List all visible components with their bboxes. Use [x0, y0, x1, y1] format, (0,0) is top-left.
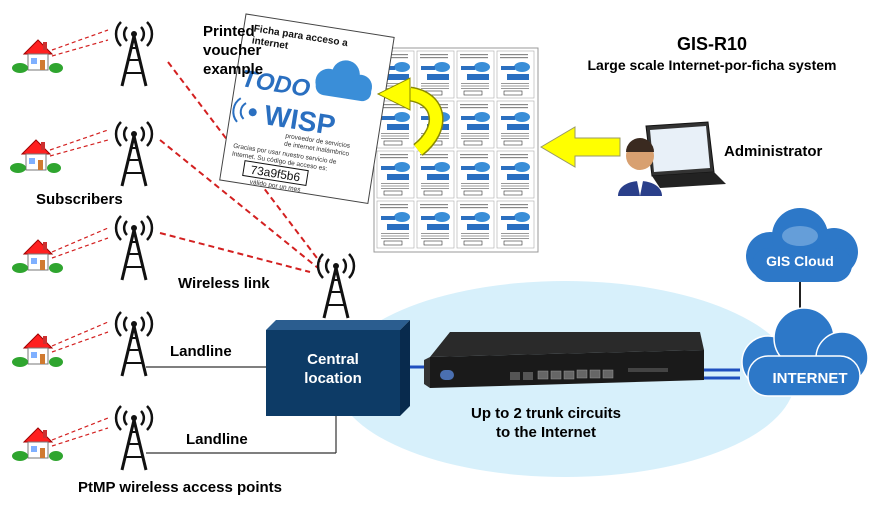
house-links: [49, 29, 109, 447]
printed-voucher-line2: voucher: [203, 42, 262, 59]
house-1: [11, 39, 64, 74]
gis-cloud-shape: [746, 208, 858, 282]
voucher-sheet: [373, 47, 539, 253]
voucher-thumbnail: [496, 200, 535, 249]
trunk-label-line1: Up to 2 trunk circuits: [471, 405, 621, 422]
admin-arrow: [540, 126, 621, 168]
voucher-thumbnail: [456, 150, 495, 199]
landline-label-1: Landline: [170, 343, 232, 360]
administrator-label: Administrator: [724, 143, 823, 160]
administrator-icon: [618, 138, 662, 196]
central-location-box: [266, 320, 410, 416]
trunk-label-line2: to the Internet: [496, 424, 596, 441]
voucher-thumbnail: [376, 200, 415, 249]
tower-5: [114, 404, 154, 472]
landline-label-2: Landline: [186, 431, 248, 448]
central-location-line2: location: [304, 370, 362, 387]
central-location-line1: Central: [307, 351, 359, 368]
laptop-icon: [645, 121, 726, 188]
voucher-thumbnail: [416, 200, 455, 249]
printed-voucher-line1: Printed: [203, 23, 255, 40]
voucher-wifi-icon: [232, 97, 257, 123]
voucher-thumbnail: [496, 150, 535, 199]
router-device: [424, 332, 704, 388]
printed-voucher: Ficha para acceso a internet TODO WISP p…: [219, 13, 395, 204]
voucher-cloud-icon: [315, 60, 373, 102]
internet-cloud-shape: [741, 307, 869, 397]
internet-label: INTERNET: [773, 370, 848, 387]
landlines: [146, 366, 337, 454]
tower-1: [114, 20, 154, 88]
voucher-thumbnail: [456, 200, 495, 249]
ptmp-label: PtMP wireless access points: [78, 479, 282, 496]
voucher-thumbnail: [496, 50, 535, 99]
tower-2: [114, 120, 154, 188]
curved-voucher-arrow: [376, 77, 444, 156]
printed-voucher-line3: example: [203, 61, 263, 78]
voucher-thumbnail: [416, 150, 455, 199]
voucher-thumbnail: [456, 50, 495, 99]
central-tower: [316, 252, 356, 320]
subscribers-label: Subscribers: [36, 191, 123, 208]
wireless-link-label: Wireless link: [178, 275, 270, 292]
diagram-subtitle: Large scale Internet-por-ficha system: [588, 57, 837, 73]
tower-3: [114, 214, 154, 282]
house-2: [9, 139, 62, 174]
voucher-thumbnail: [456, 100, 495, 149]
voucher-thumbnail: [496, 100, 535, 149]
voucher-thumbnail: [376, 150, 415, 199]
diagram-title: GIS-R10: [677, 34, 747, 54]
gis-cloud-label: GIS Cloud: [766, 253, 834, 269]
